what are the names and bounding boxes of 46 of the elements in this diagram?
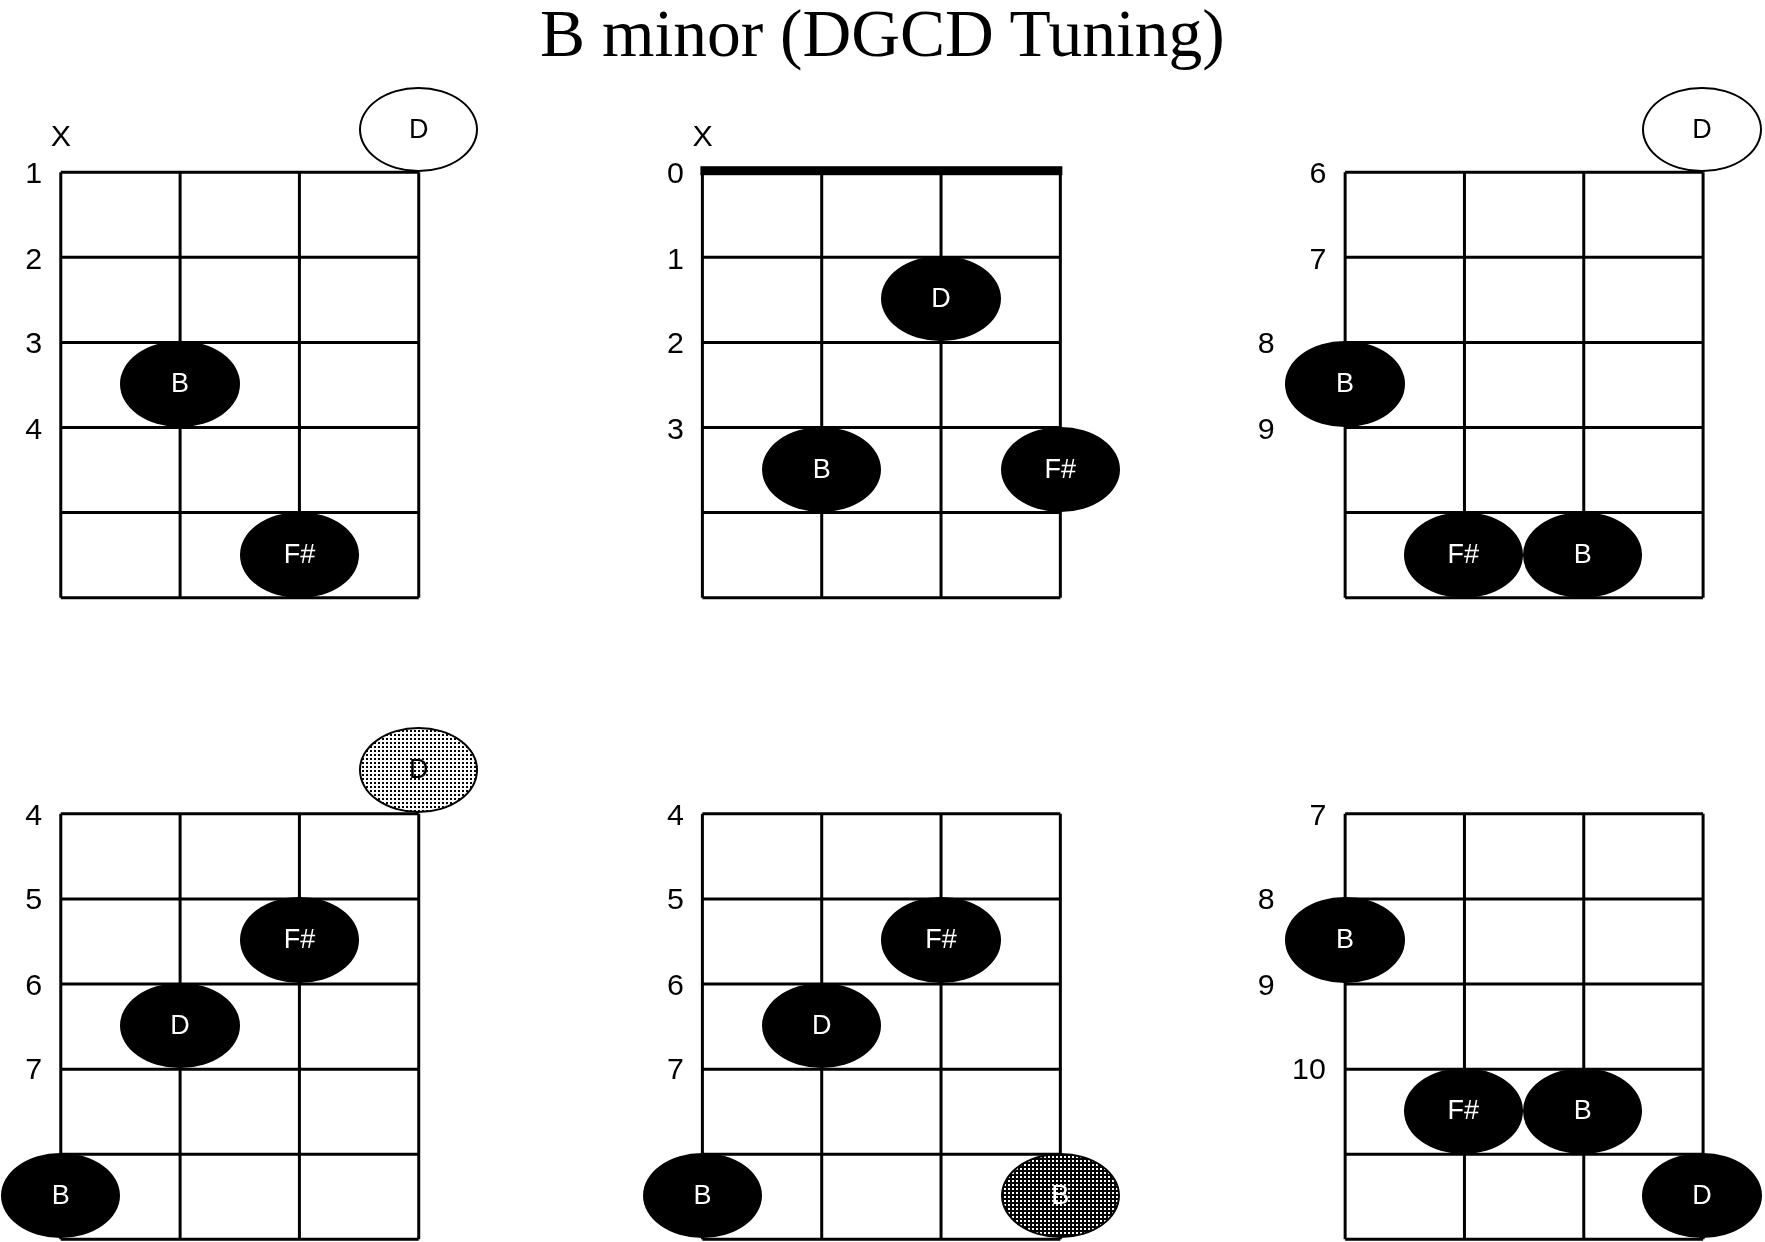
fret-number: 7 — [1309, 798, 1327, 830]
finger-dot: D — [359, 86, 479, 173]
fret-number: 8 — [1257, 327, 1275, 358]
fret-number: 5 — [25, 883, 43, 914]
fret-number: 4 — [666, 798, 684, 830]
finger-dot: B — [642, 1152, 763, 1239]
fret-number: 6 — [1309, 157, 1327, 188]
fret-number: 4 — [25, 412, 43, 444]
finger-dot: F# — [1403, 512, 1523, 598]
fret-number: 3 — [666, 412, 684, 444]
finger-dot: F# — [1000, 426, 1120, 513]
fret-number: 7 — [1309, 242, 1327, 274]
fret-number: 9 — [1257, 968, 1275, 1000]
muted-string-mark: X — [692, 120, 713, 151]
finger-dot: B — [1523, 1068, 1643, 1154]
fret-number: 3 — [25, 327, 43, 358]
finger-dot: B — [120, 341, 240, 427]
finger-dot: F# — [1403, 1068, 1523, 1154]
fret-number: 7 — [666, 1053, 684, 1084]
finger-dot: B — [1523, 512, 1643, 598]
muted-string-mark: X — [50, 120, 72, 151]
finger-dot: D — [1642, 1152, 1762, 1239]
finger-dot: D — [762, 982, 882, 1069]
finger-dot: B — [1285, 341, 1405, 427]
fret-number: 5 — [666, 883, 684, 914]
fret-number: 7 — [25, 1053, 43, 1084]
finger-dot: F# — [881, 897, 1001, 983]
fret-number: 2 — [666, 327, 684, 358]
fret-number: 2 — [25, 242, 43, 274]
finger-dot: F# — [239, 512, 360, 598]
fret-number: 1 — [25, 157, 43, 188]
fret-number: 6 — [25, 968, 43, 1000]
fret-number: 4 — [25, 798, 43, 830]
finger-dot: D — [1642, 86, 1762, 173]
fret-number: 1 — [666, 242, 684, 274]
finger-dot: D — [120, 982, 240, 1069]
finger-dot: B — [762, 426, 882, 513]
fret-number: 6 — [666, 968, 684, 1000]
fret-number: 8 — [1257, 883, 1275, 914]
fret-number: 10 — [1292, 1053, 1326, 1084]
finger-dot: B — [1, 1152, 121, 1239]
fret-number: 9 — [1257, 412, 1275, 444]
fret-number: 0 — [666, 157, 684, 188]
finger-dot: D — [881, 255, 1001, 342]
finger-dot: F# — [239, 897, 360, 983]
finger-dot: B — [1285, 897, 1405, 983]
